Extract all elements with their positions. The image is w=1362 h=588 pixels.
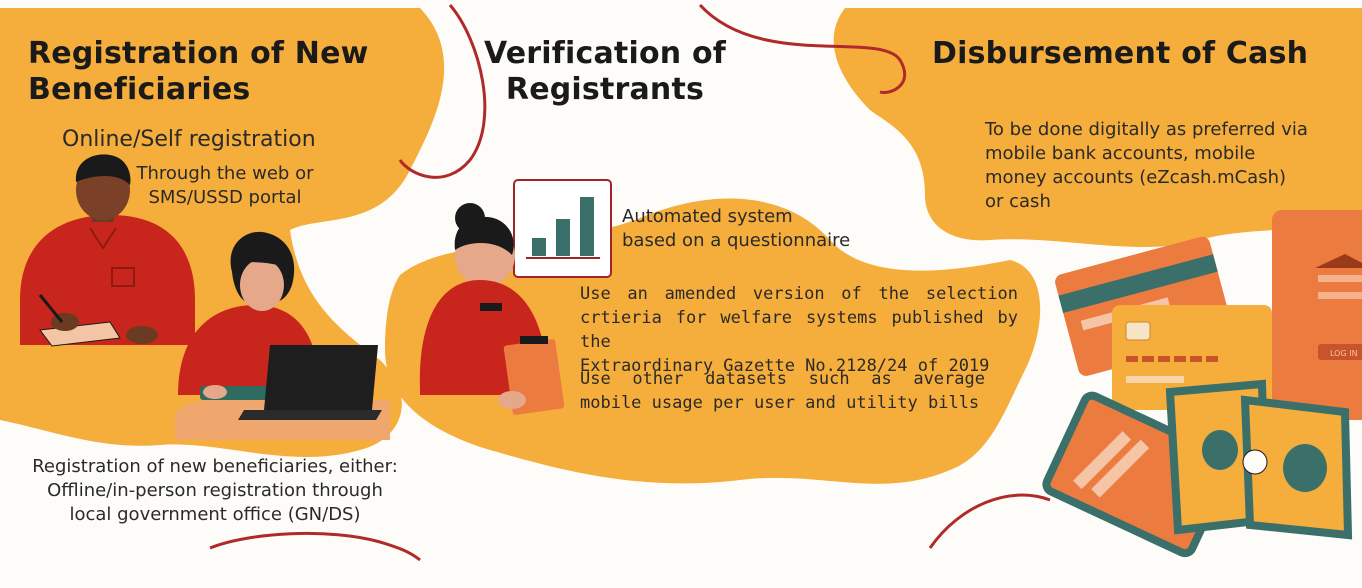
online-registration-detail-line1: Through the web or [136, 163, 314, 184]
disbursement-description: To be done digitally as preferred via mo… [985, 118, 1345, 214]
disbursement-line3: money accounts (eZcash.mCash) [985, 167, 1287, 188]
online-registration-detail-line2: SMS/USSD portal [148, 187, 302, 208]
other-datasets-line1: Use other datasets such as average [580, 369, 985, 389]
squiggle-bottom-right [928, 493, 1051, 549]
phone-illustration [1272, 210, 1362, 420]
verification-title-line1: Verification of [483, 36, 727, 71]
selection-criteria-line1: Use an amended version of the selection [580, 284, 1018, 304]
cards-phone-cash-illustration: LOG IN [1042, 210, 1362, 558]
woman-laptop-illustration [175, 231, 390, 440]
online-registration-subtitle: Online/Self registration [62, 127, 316, 152]
squiggle-top-right [698, 3, 907, 95]
disbursement-line4: or cash [985, 191, 1051, 212]
right-orange-blob [833, 8, 1362, 247]
registration-title-line2: Beneficiaries [28, 72, 251, 107]
other-datasets-line2: mobile usage per user and utility bills [580, 393, 980, 413]
other-datasets-text: Use other datasets such as average mobil… [580, 367, 985, 415]
phone-login-button: LOG IN [1330, 349, 1358, 358]
registration-title-line1: Registration of New [28, 36, 369, 71]
squiggle-bottom-left [209, 531, 421, 562]
selection-criteria-line2: crtieria for welfare systems published b… [580, 308, 1018, 352]
registration-title: Registration of New Beneficiaries [28, 36, 369, 108]
bar-chart-icon [513, 179, 612, 278]
automated-system-text: Automated system based on a questionnair… [622, 205, 850, 253]
man-writing-illustration [20, 154, 195, 347]
verification-title-line2: Registrants [505, 72, 705, 107]
automated-system-line1: Automated system [622, 206, 793, 227]
automated-system-line2: based on a questionnaire [622, 230, 851, 251]
disbursement-line1: To be done digitally as preferred via [985, 119, 1308, 140]
offline-registration-line3: local government office (GN/DS) [69, 504, 361, 525]
squiggle-left [398, 4, 487, 179]
disbursement-title: Disbursement of Cash [932, 36, 1309, 71]
banknote-illustration [1165, 379, 1353, 540]
verification-title: Verification of Registrants [460, 36, 750, 108]
offline-registration-text: Registration of new beneficiaries, eithe… [10, 455, 420, 527]
woman-with-folder-illustration [419, 203, 565, 415]
offline-registration-line1: Registration of new beneficiaries, eithe… [32, 456, 398, 477]
disbursement-line2: mobile bank accounts, mobile [985, 143, 1256, 164]
selection-criteria-text: Use an amended version of the selection … [580, 282, 1018, 378]
selection-criteria-line3: Extraordinary Gazette No.2128/24 of 2019 [580, 356, 990, 376]
online-registration-detail: Through the web or SMS/USSD portal [110, 162, 340, 210]
offline-registration-line2: Offline/in-person registration through [47, 480, 383, 501]
